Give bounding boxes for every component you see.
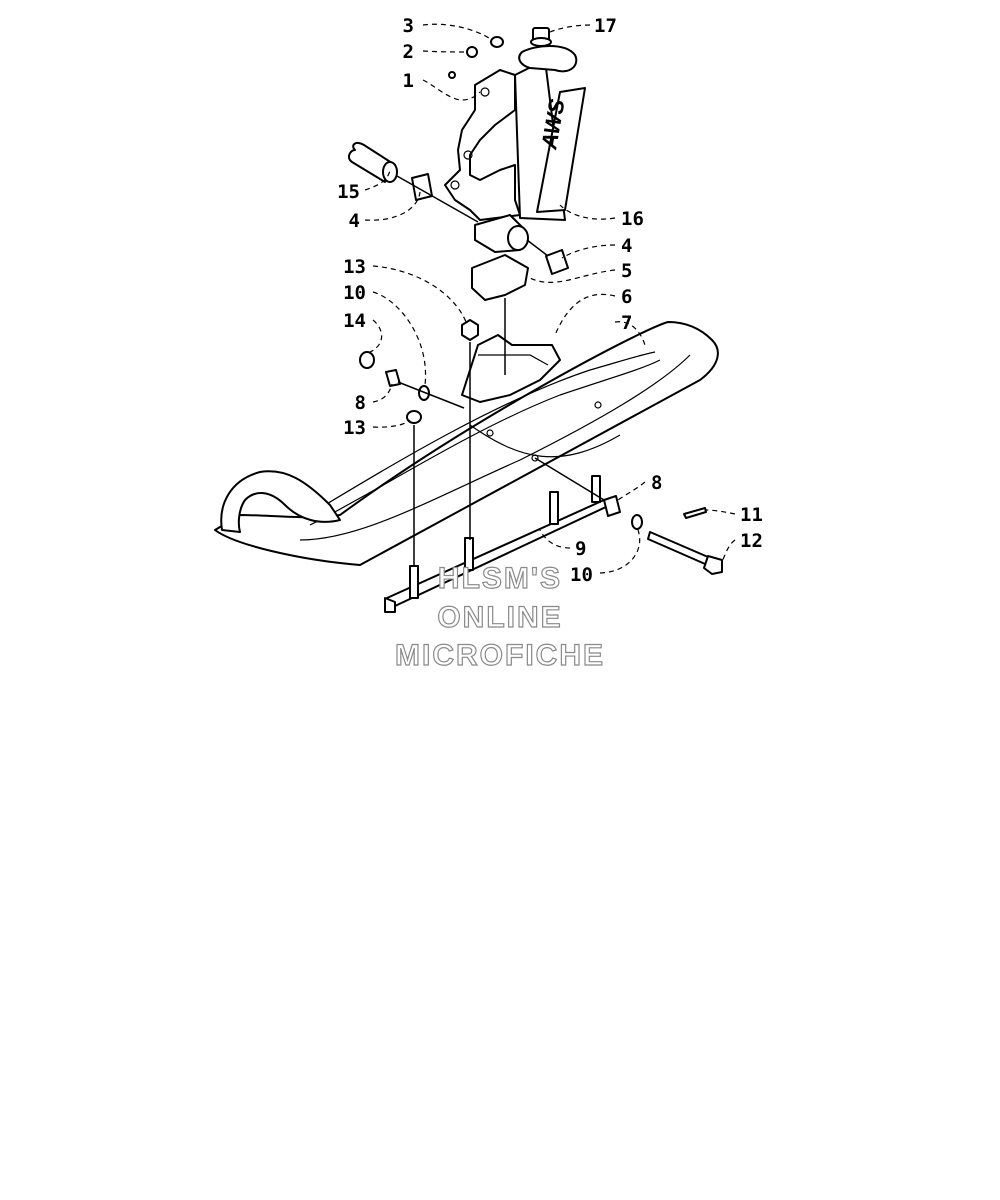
callout-6: 6 [621, 286, 632, 308]
top-hardware [448, 36, 504, 79]
callout-11: 11 [740, 504, 763, 526]
callout-1: 1 [403, 70, 414, 92]
leader-lines [364, 23, 736, 574]
spindle-boss [474, 214, 569, 275]
aws-decal: AWS [536, 87, 586, 213]
left-bushing [348, 141, 433, 201]
callout-4-right: 4 [621, 235, 632, 257]
callout-8-right: 8 [651, 472, 662, 494]
spindle-cap [518, 27, 578, 73]
axis-lines [396, 175, 605, 567]
callout-10-bottom: 10 [570, 564, 593, 586]
callout-3: 3 [403, 15, 414, 37]
bolt-and-pin [647, 507, 723, 575]
saddle [461, 334, 561, 403]
watermark-line-2: ONLINE [437, 601, 562, 634]
callout-9: 9 [575, 538, 586, 560]
watermark-line-3: MICROFICHE [395, 639, 605, 672]
callout-7: 7 [621, 312, 632, 334]
callout-17: 17 [594, 15, 617, 37]
callout-15: 15 [337, 181, 360, 203]
callout-13-bottom: 13 [343, 417, 366, 439]
callout-14: 14 [343, 310, 366, 332]
callout-labels: 3 17 2 1 15 4 16 4 13 5 10 6 14 7 8 13 8… [337, 15, 763, 586]
ski [214, 321, 719, 566]
callout-10-top: 10 [343, 282, 366, 304]
bracket [471, 254, 529, 301]
callout-12: 12 [740, 530, 763, 552]
callout-13-top: 13 [343, 256, 366, 278]
callout-16: 16 [621, 208, 644, 230]
watermark: HLSM'S ONLINE MICROFICHE [394, 561, 605, 672]
fasteners [359, 319, 643, 530]
watermark-line-1: HLSM'S [438, 562, 562, 595]
callout-4-left: 4 [349, 210, 360, 232]
callout-5: 5 [621, 260, 632, 282]
callout-8-left: 8 [355, 392, 366, 414]
callout-2: 2 [403, 41, 414, 63]
